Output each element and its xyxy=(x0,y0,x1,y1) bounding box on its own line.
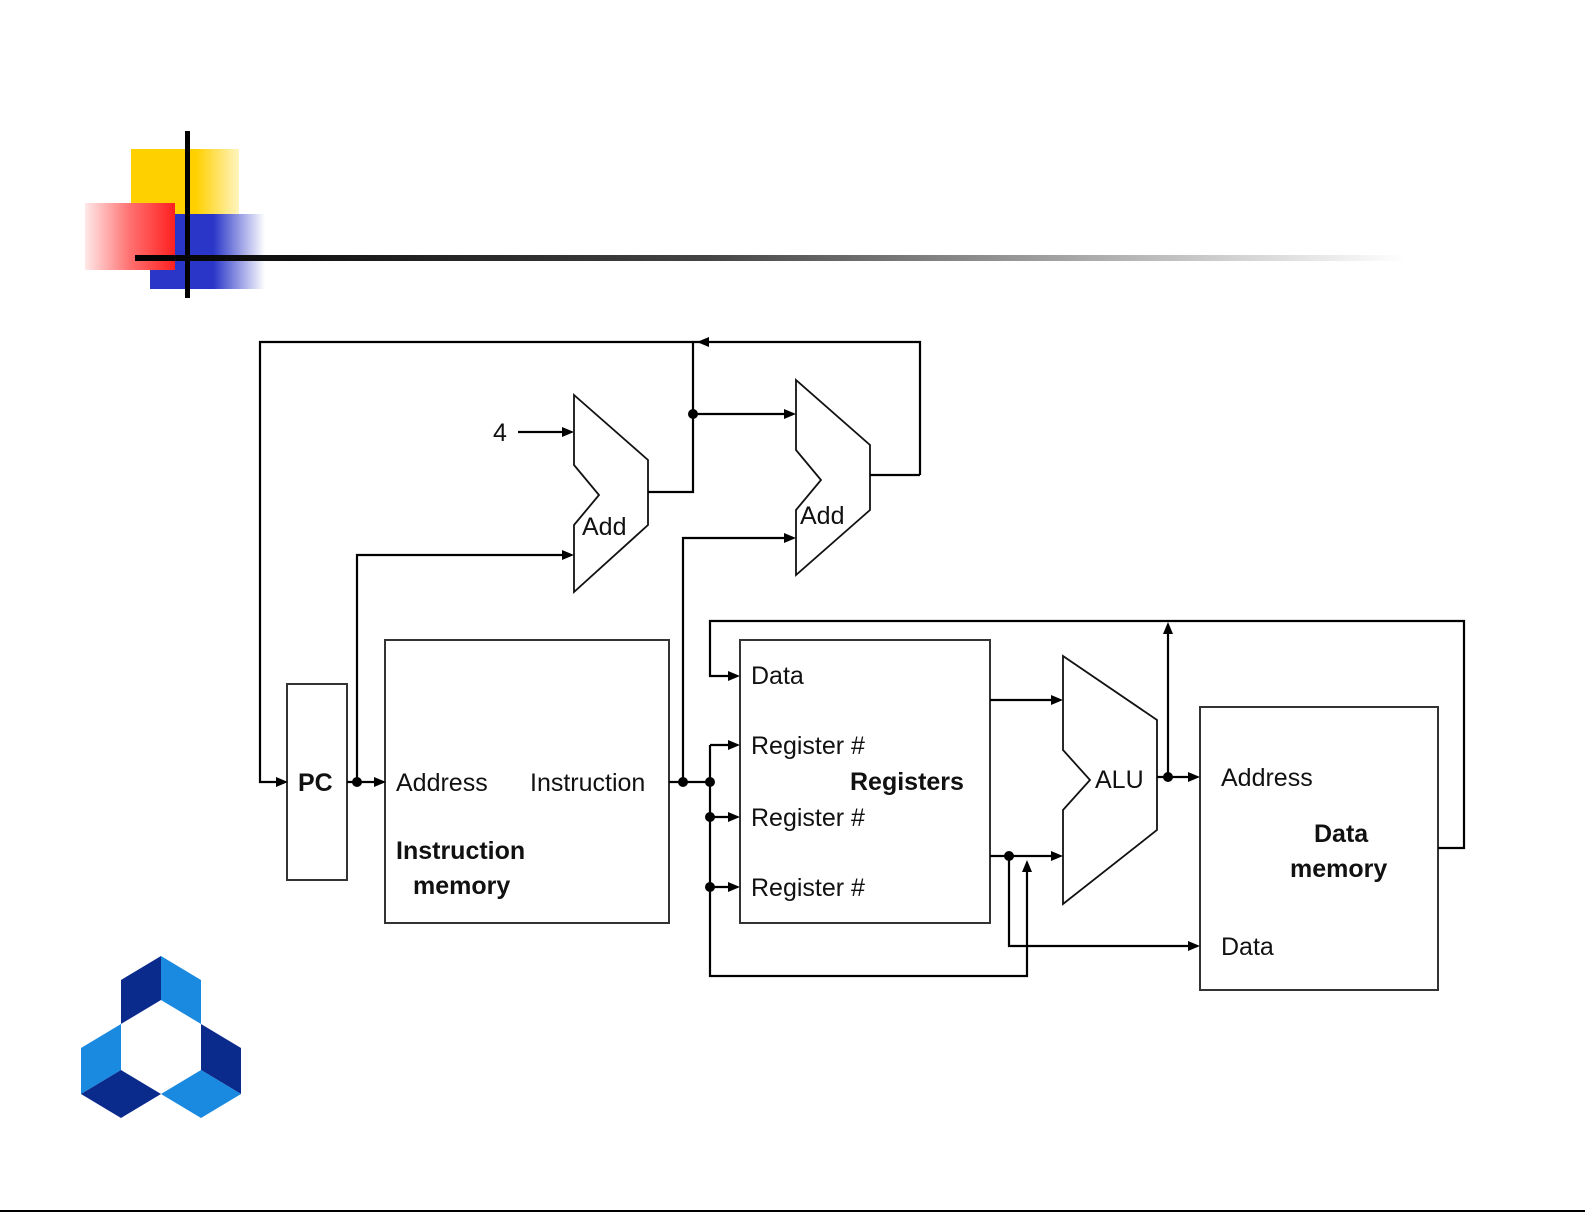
datapath-diagram: 4 Add Add PC Address Instruction Instruc… xyxy=(260,337,1464,990)
dmem-address-label: Address xyxy=(1221,764,1313,792)
imem-address-label: Address xyxy=(396,769,488,797)
logo-icon xyxy=(81,956,241,1118)
adder-2-label: Add xyxy=(800,502,844,530)
dmem-title-line1: Data xyxy=(1314,820,1369,848)
pc-label: PC xyxy=(298,769,333,797)
adder-1-shape xyxy=(574,395,648,592)
dmem-data-label: Data xyxy=(1221,933,1274,961)
registers-title: Registers xyxy=(850,768,964,796)
constant-four-label: 4 xyxy=(493,419,507,447)
imem-title-line1: Instruction xyxy=(396,837,525,865)
adder-2-shape xyxy=(796,380,870,575)
reg-register2-label: Register # xyxy=(751,804,865,832)
decor-vertical-line xyxy=(185,131,190,298)
reg-data-label: Data xyxy=(751,662,804,690)
reg-register3-label: Register # xyxy=(751,874,865,902)
reg-register1-label: Register # xyxy=(751,732,865,760)
title-decoration xyxy=(85,131,1405,298)
adder-1-label: Add xyxy=(582,513,626,541)
dmem-title-line2: memory xyxy=(1290,855,1387,883)
slide-bottom-border xyxy=(0,1210,1585,1212)
title-underline xyxy=(135,255,1405,261)
imem-title-line2: memory xyxy=(413,872,510,900)
alu-label: ALU xyxy=(1095,766,1144,794)
imem-instruction-label: Instruction xyxy=(530,769,645,797)
